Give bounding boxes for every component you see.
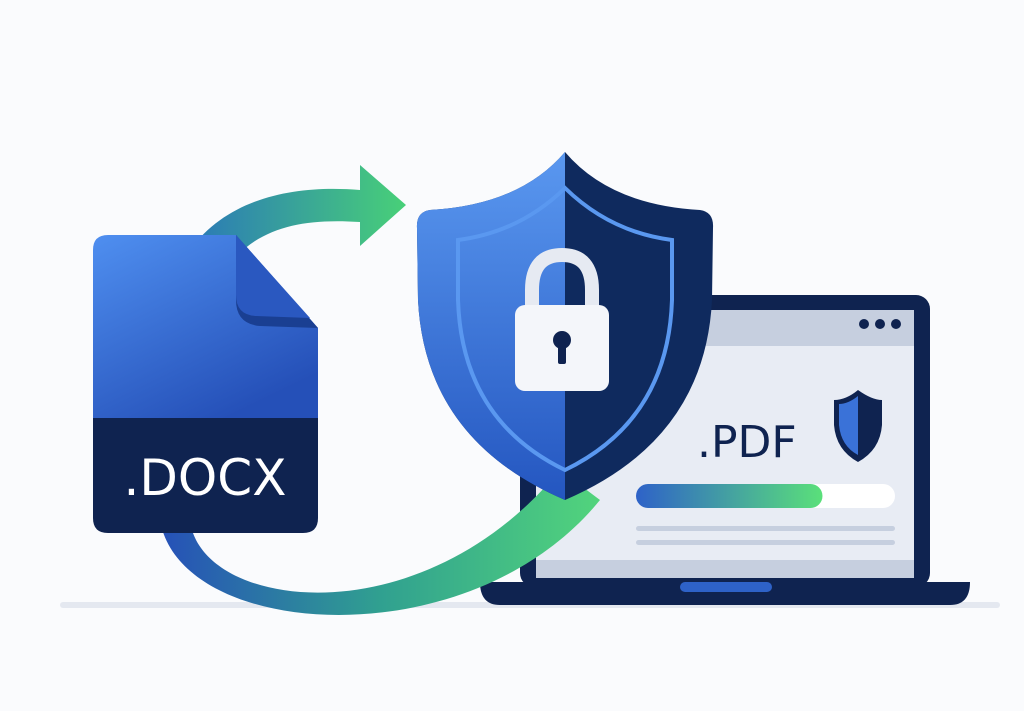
- text-line: [636, 526, 895, 531]
- text-line: [636, 540, 895, 545]
- document-icon: .DOCX: [93, 235, 318, 533]
- padlock-icon: [515, 247, 609, 391]
- laptop-notch: [680, 582, 772, 592]
- docx-extension-label: .DOCX: [124, 449, 287, 507]
- window-dots: [859, 319, 901, 329]
- small-shield-icon: [834, 390, 882, 462]
- conversion-arrow-icon: [160, 165, 600, 615]
- progress-bar-fill: [636, 484, 823, 508]
- progress-bar: [636, 484, 895, 508]
- shield-lock-icon: [416, 152, 714, 500]
- pdf-extension-label: .PDF: [697, 417, 797, 468]
